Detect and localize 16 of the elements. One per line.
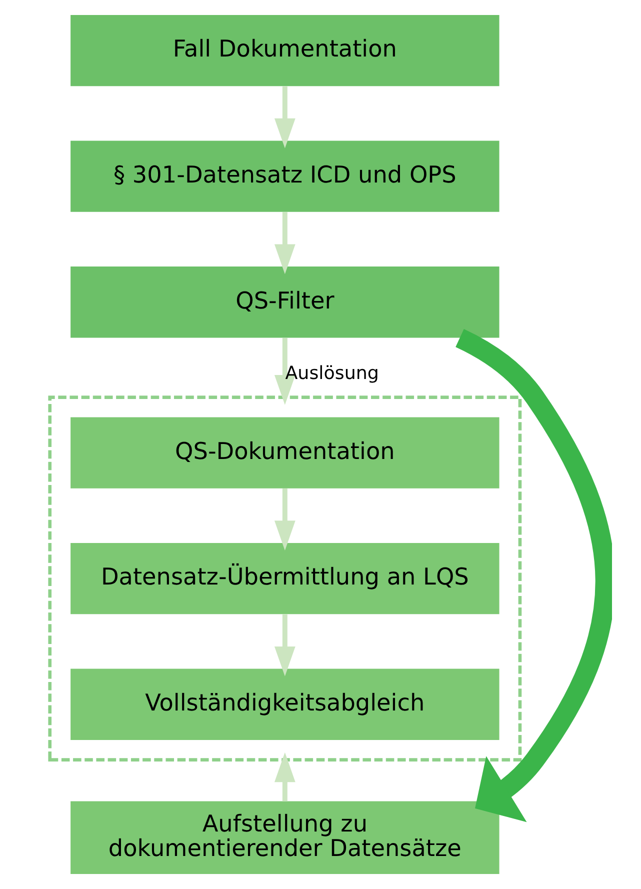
arrow [274,338,295,405]
arrow [274,488,295,550]
node-box: Aufstellung zu dokumentierender Datensätze [70,801,499,874]
arrow [274,752,295,802]
edge-label: Auslösung [284,362,378,384]
node-box: Datensatz-Übermittlung an LQS [70,543,499,614]
cluster [48,396,522,762]
node-box: QS-Dokumentation [70,417,499,488]
arrow [454,329,612,822]
node-box: § 301-Datensatz ICD und OPS [70,140,499,212]
arrow [274,212,295,274]
arrow [274,614,295,676]
node-box: Fall Dokumentation [70,14,499,86]
node-box: Vollständigkeitsabgleich [70,668,499,740]
node-box: QS-Filter [70,266,499,338]
arrow [274,86,295,148]
